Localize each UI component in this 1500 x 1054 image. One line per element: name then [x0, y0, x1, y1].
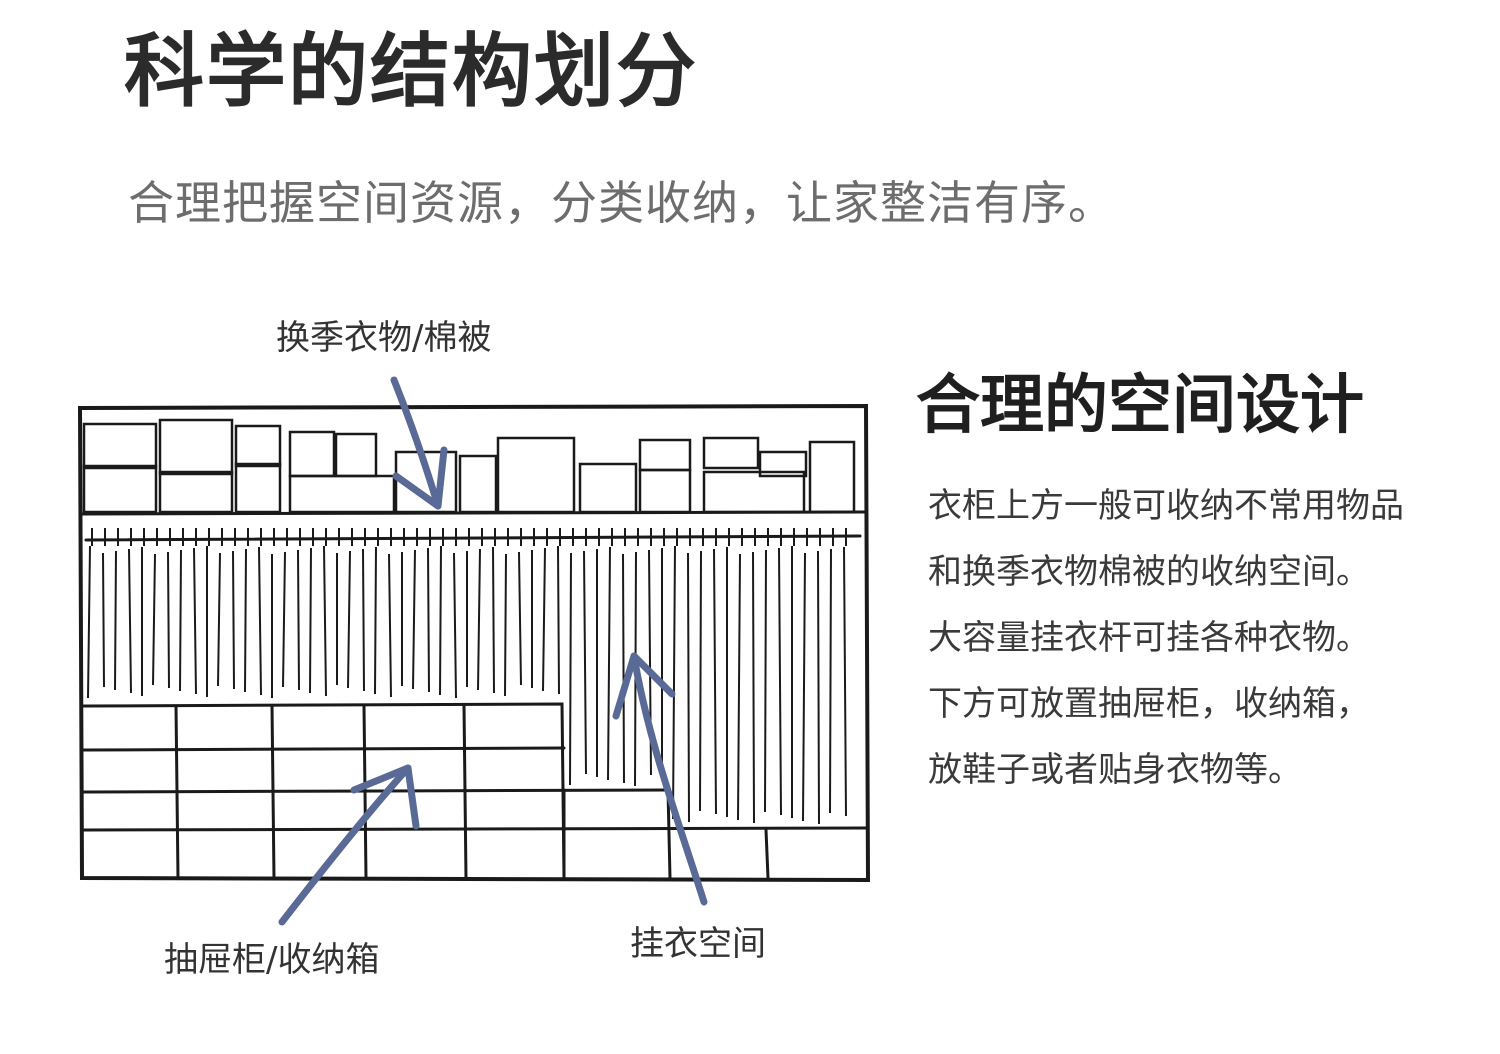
- hanging-garment-line: [128, 548, 132, 694]
- hanging-garment-line: [362, 548, 365, 692]
- hanging-garment-line: [569, 552, 572, 786]
- hanging-garment-line: [752, 551, 755, 824]
- hanging-garment-line: [412, 549, 416, 690]
- hanging-garment-line: [232, 550, 235, 690]
- arrow-drawers: [278, 764, 412, 926]
- drawer-cabinet: [82, 702, 868, 880]
- hanging-garment-line: [114, 550, 117, 691]
- description-line: 衣柜上方一般可收纳不常用物品: [928, 485, 1404, 526]
- hanging-garment-line: [829, 548, 832, 814]
- hanging-garment-line: [87, 545, 91, 699]
- description-line: 放鞋子或者贴身衣物等。: [928, 749, 1302, 790]
- hanging-garment-line: [557, 545, 560, 695]
- wardrobe-frame: [77, 403, 871, 883]
- hanging-garment-line: [542, 547, 546, 692]
- arrow-top-storage: [390, 376, 442, 510]
- hanging-garment-line: [102, 552, 105, 688]
- hanging-garment-line: [504, 553, 507, 697]
- hanging-garment-line: [843, 546, 847, 817]
- hanging-garment-line: [244, 548, 247, 693]
- arrow-hanging-head: [612, 652, 676, 720]
- description-line: 下方可放置抽屉柜，收纳箱，: [928, 683, 1370, 724]
- hanging-garment-line: [764, 549, 767, 813]
- top-storage-boxes: [82, 418, 856, 514]
- description-line: 大容量挂衣杆可挂各种衣物。: [928, 617, 1370, 658]
- hanging-garment-line: [583, 550, 587, 775]
- hanging-garment-line: [778, 547, 782, 816]
- arrow-top-storage-head: [392, 446, 448, 510]
- hanging-garment-line: [713, 548, 717, 815]
- hanging-garment-line: [518, 551, 522, 686]
- hanging-garment-line: [477, 548, 481, 691]
- hanging-garment-line: [309, 547, 312, 694]
- wardrobe-outline: [77, 403, 871, 883]
- hanging-garment-line: [439, 545, 442, 696]
- hanging-garment-line: [607, 546, 611, 781]
- hanging-garment-line: [323, 545, 327, 697]
- design-description-panel: 合理的空间设计 衣柜上方一般可收纳不常用物品 和换季衣物棉被的收纳空间。 大容量…: [916, 368, 1476, 803]
- hanging-clothes-lines: [87, 528, 847, 825]
- hanging-garment-line: [687, 552, 690, 823]
- hanging-garment-line: [193, 547, 197, 695]
- hanging-garment-line: [388, 553, 392, 698]
- hanging-garment-line: [427, 547, 430, 693]
- hanging-garment-line: [179, 549, 182, 692]
- hanging-garment-line: [152, 553, 156, 686]
- label-drawers: 抽屉柜/收纳箱: [164, 940, 380, 980]
- hanging-garment-line: [699, 550, 702, 812]
- description-list: 衣柜上方一般可收纳不常用物品 和换季衣物棉被的收纳空间。 大容量挂衣杆可挂各种衣…: [916, 473, 1476, 803]
- label-hanging: 挂衣空间: [630, 924, 766, 964]
- arrow-drawers-head: [350, 764, 420, 830]
- hanging-rod: [84, 534, 862, 542]
- hanging-garment-line: [817, 550, 820, 825]
- hanging-garment-line: [737, 553, 741, 821]
- hanging-garment-line: [217, 552, 221, 687]
- arrow-hanging: [630, 652, 708, 906]
- description-line: 和换季衣物棉被的收纳空间。: [928, 551, 1370, 592]
- label-top-storage: 换季衣物/棉被: [276, 318, 492, 358]
- panel-title: 合理的空间设计: [916, 369, 1364, 443]
- hanging-garment-line: [453, 552, 457, 699]
- callout-arrows: [278, 376, 708, 926]
- hanging-garment-line: [802, 552, 806, 822]
- hanging-garment-line: [167, 551, 170, 689]
- hanging-garment-line: [297, 549, 300, 691]
- hanging-garment-line: [282, 551, 286, 688]
- hanging-garment-line: [672, 545, 676, 820]
- hanging-garment-line: [622, 553, 625, 784]
- hanging-garment-line: [347, 550, 351, 689]
- page-subtitle: 合理把握空间资源，分类收纳，让家整洁有序。: [128, 176, 1115, 230]
- page-title: 科学的结构划分: [124, 25, 698, 118]
- hanging-garment-line: [258, 546, 262, 696]
- hanging-garment-line: [374, 546, 377, 695]
- wardrobe-sketch: 换季衣物/棉被 抽屉柜/收纳箱 挂衣空间: [60, 300, 900, 1020]
- wardrobe-sketch-drawing: [77, 376, 871, 926]
- hanging-garment-line: [492, 546, 495, 694]
